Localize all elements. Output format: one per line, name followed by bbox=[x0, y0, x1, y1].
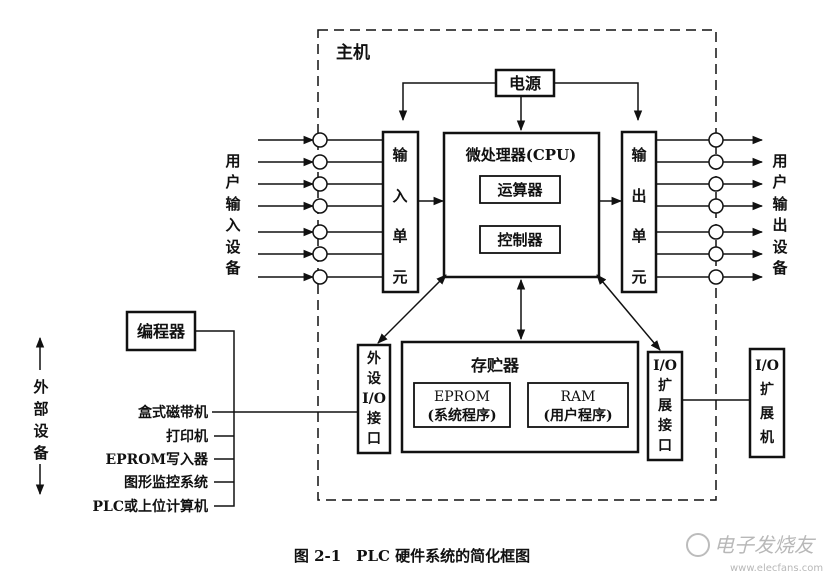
io-expansion-unit-box bbox=[748, 347, 786, 459]
io-expansion-line: 展 bbox=[658, 398, 672, 414]
external-devices-char: 设 bbox=[33, 422, 48, 440]
user-input-char: 备 bbox=[224, 259, 241, 277]
peripheral-io-box bbox=[356, 343, 392, 455]
output-unit-char: 出 bbox=[631, 187, 646, 205]
io-expansion-line: I/O bbox=[653, 358, 677, 374]
output-terminals bbox=[656, 132, 764, 285]
host-boundary bbox=[317, 29, 717, 501]
user-output-char: 户 bbox=[772, 173, 787, 191]
io-expansion-unit-line: 扩 bbox=[760, 381, 774, 398]
memory-title: 存贮器 bbox=[471, 356, 520, 375]
cpu-title: 微处理器(CPU) bbox=[465, 146, 577, 164]
cpu-peripheral-io-link bbox=[377, 274, 447, 344]
io-expansion-unit-line: I/O bbox=[755, 358, 779, 374]
output-unit-char: 输 bbox=[631, 146, 647, 164]
user-input-devices-label: 用 户 输 入 设 备 bbox=[224, 152, 241, 277]
external-devices-char: 备 bbox=[32, 444, 49, 462]
output-unit-char: 单 bbox=[631, 227, 646, 245]
peripheral-io-line: 接 bbox=[367, 410, 381, 427]
io-expansion-label: I/O 扩 展 接 口 bbox=[653, 358, 677, 454]
user-output-char: 设 bbox=[772, 238, 787, 256]
input-unit-char: 元 bbox=[392, 268, 407, 286]
ram-box bbox=[527, 382, 629, 428]
controller-label: 控制器 bbox=[497, 231, 543, 249]
io-expansion-unit-line: 展 bbox=[760, 406, 774, 422]
ram-label: RAM bbox=[561, 389, 596, 405]
watermark-logo-icon bbox=[686, 533, 710, 557]
external-device-item: 打印机 bbox=[166, 428, 208, 445]
user-input-char: 输 bbox=[225, 195, 241, 213]
user-output-char: 输 bbox=[772, 195, 788, 213]
external-device-wiring bbox=[195, 330, 358, 507]
watermark-text: 电子发烧友 bbox=[714, 533, 817, 557]
input-unit-char: 输 bbox=[392, 146, 408, 164]
io-expansion-line: 口 bbox=[658, 438, 672, 454]
user-output-char: 出 bbox=[772, 216, 787, 234]
figure-caption: 图 2-1 PLC 硬件系统的简化框图 bbox=[294, 547, 530, 565]
user-output-char: 备 bbox=[771, 259, 788, 277]
cpu-io-expansion-link bbox=[596, 274, 661, 351]
ram-sublabel: (用户程序) bbox=[543, 407, 612, 424]
watermark: 电子发烧友 www.elecfans.com bbox=[686, 533, 823, 574]
user-output-devices-label: 用 户 输 出 设 备 bbox=[771, 152, 788, 277]
user-input-char: 户 bbox=[225, 173, 240, 191]
external-device-item: EPROM写入器 bbox=[105, 452, 209, 468]
alu-box bbox=[479, 175, 561, 204]
controller-box bbox=[479, 225, 561, 254]
user-input-char: 用 bbox=[225, 152, 240, 170]
peripheral-io-label: 外 设 I/O 接 口 bbox=[362, 350, 386, 447]
external-device-item: PLC或上位计算机 bbox=[92, 498, 208, 515]
power-line-right bbox=[554, 82, 643, 122]
power-label: 电源 bbox=[509, 74, 541, 93]
host-label: 主机 bbox=[336, 42, 370, 63]
input-unit-char: 单 bbox=[392, 227, 407, 245]
eprom-box bbox=[413, 382, 511, 428]
external-devices-list: 盒式磁带机 打印机 EPROM写入器 图形监控系统 PLC或上位计算机 bbox=[92, 404, 209, 515]
output-unit-label: 输 出 单 元 bbox=[631, 146, 647, 286]
user-input-char: 入 bbox=[225, 216, 240, 234]
io-expansion-unit-label: I/O 扩 展 机 bbox=[755, 358, 779, 446]
power-line-left bbox=[398, 82, 496, 122]
peripheral-io-line: 设 bbox=[367, 371, 382, 387]
external-device-item: 图形监控系统 bbox=[124, 474, 208, 491]
peripheral-io-line: 外 bbox=[367, 350, 381, 367]
io-expansion-line: 接 bbox=[658, 417, 672, 434]
input-terminals bbox=[258, 132, 383, 285]
io-expansion-unit-line: 机 bbox=[760, 429, 774, 446]
eprom-sublabel: (系统程序) bbox=[427, 407, 496, 424]
alu-label: 运算器 bbox=[497, 181, 543, 199]
external-devices-label: 外 部 设 备 bbox=[32, 378, 49, 462]
external-devices-char: 外 bbox=[32, 378, 48, 396]
io-expansion-box bbox=[646, 350, 684, 462]
user-input-char: 设 bbox=[225, 238, 240, 256]
io-expansion-line: 扩 bbox=[658, 377, 672, 394]
programmer-box bbox=[125, 310, 197, 352]
user-output-char: 用 bbox=[772, 152, 787, 170]
output-unit-char: 元 bbox=[631, 268, 646, 286]
external-device-item: 盒式磁带机 bbox=[137, 404, 208, 421]
input-unit-char: 入 bbox=[392, 187, 407, 205]
watermark-url: www.elecfans.com bbox=[730, 563, 823, 574]
eprom-label: EPROM bbox=[434, 389, 490, 405]
programmer-label: 编程器 bbox=[137, 322, 186, 341]
output-unit-box bbox=[620, 130, 658, 294]
peripheral-io-line: I/O bbox=[362, 391, 386, 407]
external-devices-char: 部 bbox=[33, 400, 48, 418]
peripheral-io-line: 口 bbox=[367, 431, 381, 447]
